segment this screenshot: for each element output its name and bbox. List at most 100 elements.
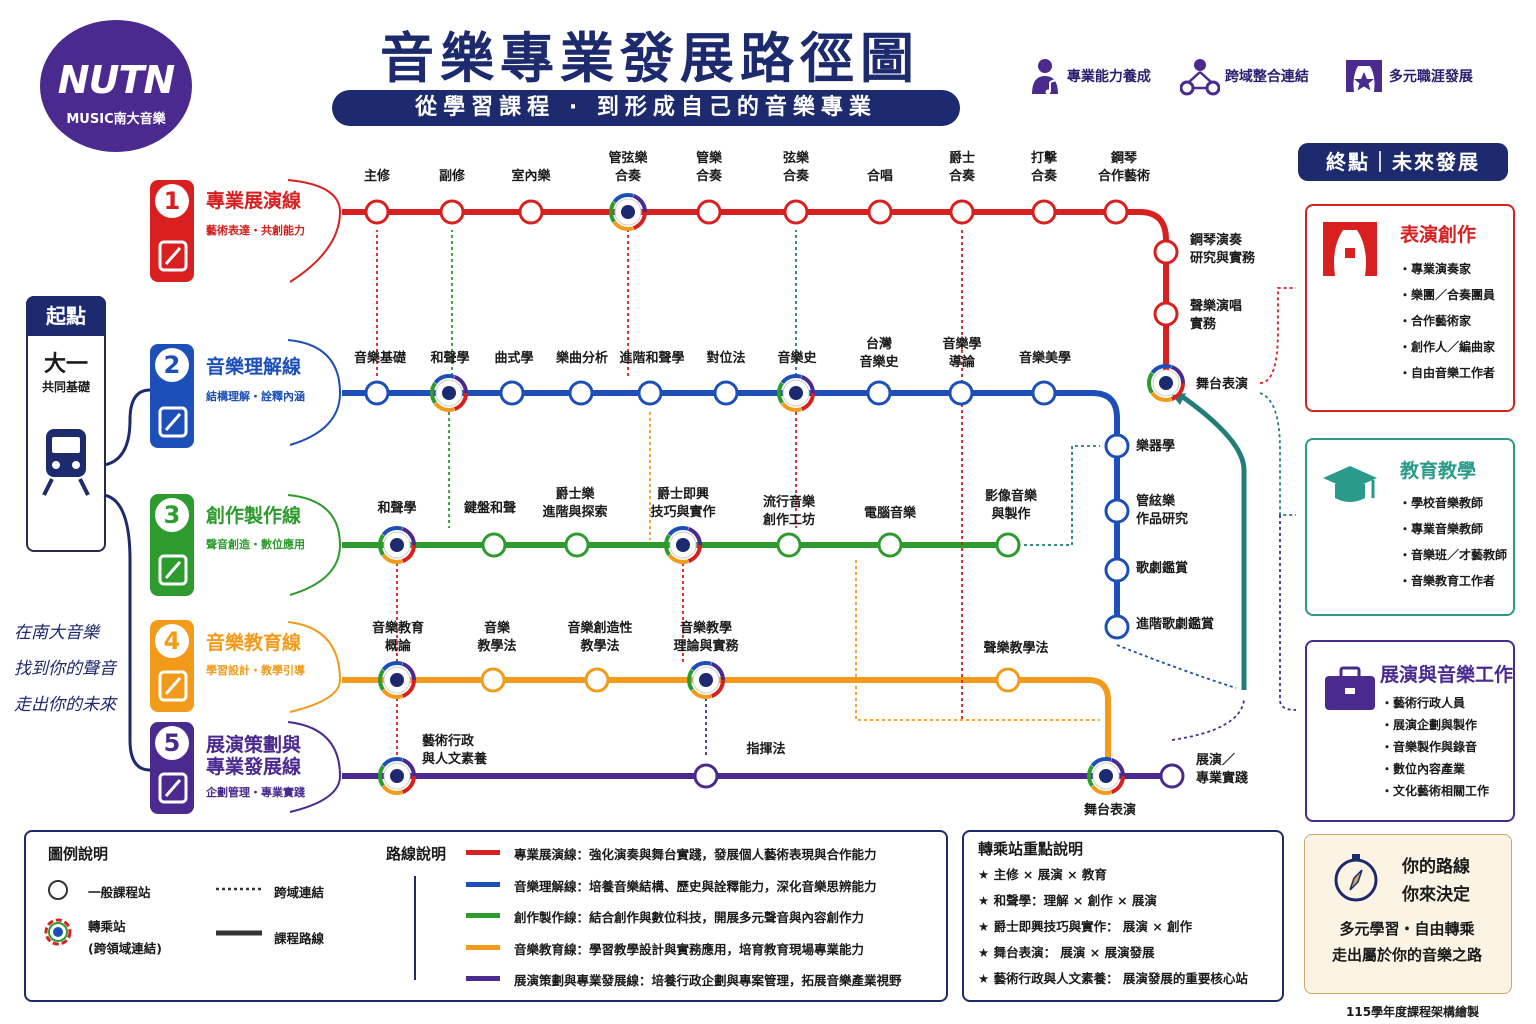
station-node[interactable] [439,199,465,225]
station-label-text: 專業實踐 [1196,771,1249,786]
station-label-line-2: 音樂學導論 [902,336,1022,372]
station-label-line-1: 副修 [392,168,512,186]
station-label-text: 電腦音樂 [863,506,916,521]
station-node[interactable] [584,667,610,693]
network-icon [1179,59,1221,96]
station-label-text: 概論 [384,639,411,654]
interchange-station[interactable] [1087,757,1125,795]
interchange-station[interactable] [378,661,416,699]
station-label-line-3: 和聲學 [337,500,457,518]
route-legend-swatch [466,850,500,855]
interchange-station[interactable] [609,193,647,231]
interchange-station[interactable] [664,526,702,564]
destination-item: ・專業演奏家 [1399,262,1472,276]
station-label-text: 流行音樂 [762,495,815,510]
destination-title-2: 教育教學 [1400,460,1477,482]
line-3-name: 創作製作線 [206,505,302,527]
destination-item: ・學校音樂教師 [1399,496,1484,510]
interchange-station[interactable] [1147,364,1185,402]
station-node[interactable] [948,380,974,406]
line-5-desc: 企劃管理・專業實踐 [206,786,305,799]
station-node[interactable] [1104,433,1130,459]
destination-title-3: 展演與音樂工作 [1380,664,1514,686]
station-label-line-2: 音樂史 [737,350,857,368]
stage-icon [1346,60,1382,92]
station-node[interactable] [1103,199,1129,225]
station-label-text: 音樂教育 [371,621,424,636]
station-node[interactable] [518,199,544,225]
station-node[interactable] [1153,301,1179,327]
destination-item: ・藝術行政人員 [1381,696,1466,710]
station-node[interactable] [949,199,975,225]
station-node[interactable] [481,532,507,558]
destination-title-1: 表演創作 [1400,224,1477,246]
station-node[interactable] [867,199,893,225]
station-node[interactable] [364,199,390,225]
motto-line-2: 你來決定 [1402,885,1470,905]
station-node[interactable] [877,532,903,558]
interchange-station[interactable] [430,374,468,412]
station-label-line-1: 聲樂演唱實務 [1190,298,1242,334]
slogan-line-3: 走出你的未來 [14,695,116,715]
station-node[interactable] [1104,557,1130,583]
station-label-text: 藝術行政 [422,734,475,749]
station-node[interactable] [1153,239,1179,265]
station-node[interactable] [995,667,1021,693]
compass-icon [1334,854,1378,902]
station-node[interactable] [776,532,802,558]
violin-icon [158,240,188,272]
line-2-number: 2 [155,348,189,382]
star-icon: ★ [978,893,994,908]
station-node[interactable] [713,380,739,406]
transfer-item: ★ 主修 × 展演 × 教育 [978,864,1107,883]
interchange-station[interactable] [378,526,416,564]
station-node[interactable] [499,380,525,406]
station-node[interactable] [693,763,719,789]
station-label-text: 打擊 [1030,151,1057,166]
station-label-line-1: 主修 [317,168,437,186]
line-4-card-arc [287,621,342,713]
route-legend-swatch [466,881,500,887]
route-legend-swatch [466,944,500,950]
station-node[interactable] [1031,199,1057,225]
station-node[interactable] [564,532,590,558]
station-label-text: 聲樂演唱 [1190,299,1243,314]
station-node[interactable] [568,380,594,406]
station-node[interactable] [480,667,506,693]
station-node[interactable] [995,532,1021,558]
station-node[interactable] [696,199,722,225]
start-connector-lower [103,493,151,772]
station-label-text: 教學法 [477,639,517,654]
station-node[interactable] [364,380,390,406]
station-label-text: 導論 [948,355,975,370]
megaphone-icon [158,772,188,804]
station-node[interactable] [637,380,663,406]
line-5-number: 5 [155,726,189,760]
interchange-station[interactable] [777,374,815,412]
station-node[interactable] [1159,763,1185,789]
route-legend-title: 路線說明 [386,845,447,863]
transfer-item: ★ 舞台表演： 展演 × 展演發展 [978,942,1155,961]
star-icon: ★ [978,867,994,882]
station-node[interactable] [1104,614,1130,640]
station-label-text: 曲式學 [494,351,534,366]
station-node[interactable] [866,380,892,406]
station-node[interactable] [783,199,809,225]
station-label-text: 合奏 [695,169,722,184]
station-label-text: 鍵盤和聲 [463,501,516,516]
station-label-line-3: 鍵盤和聲 [430,500,550,518]
motto-panel [1304,834,1512,994]
station-node[interactable] [1031,380,1057,406]
station-node[interactable] [1104,498,1130,524]
transfer-item-text: 和聲學：理解 × 創作 × 展演 [993,893,1157,908]
station-label-line-2: 台灣音樂史 [819,336,939,372]
destination-item: ・自由音樂工作者 [1399,366,1496,380]
nutn-logo: NUTN MUSIC南大音樂 [40,20,192,152]
station-label-text: 影像音樂 [984,489,1037,504]
cross-link [1259,392,1296,516]
station-label-text: 副修 [438,169,465,184]
station-label-text: 合唱 [866,169,893,184]
station-label-text: 創作工坊 [762,513,815,528]
interchange-station[interactable] [687,661,725,699]
interchange-station[interactable] [378,757,416,795]
